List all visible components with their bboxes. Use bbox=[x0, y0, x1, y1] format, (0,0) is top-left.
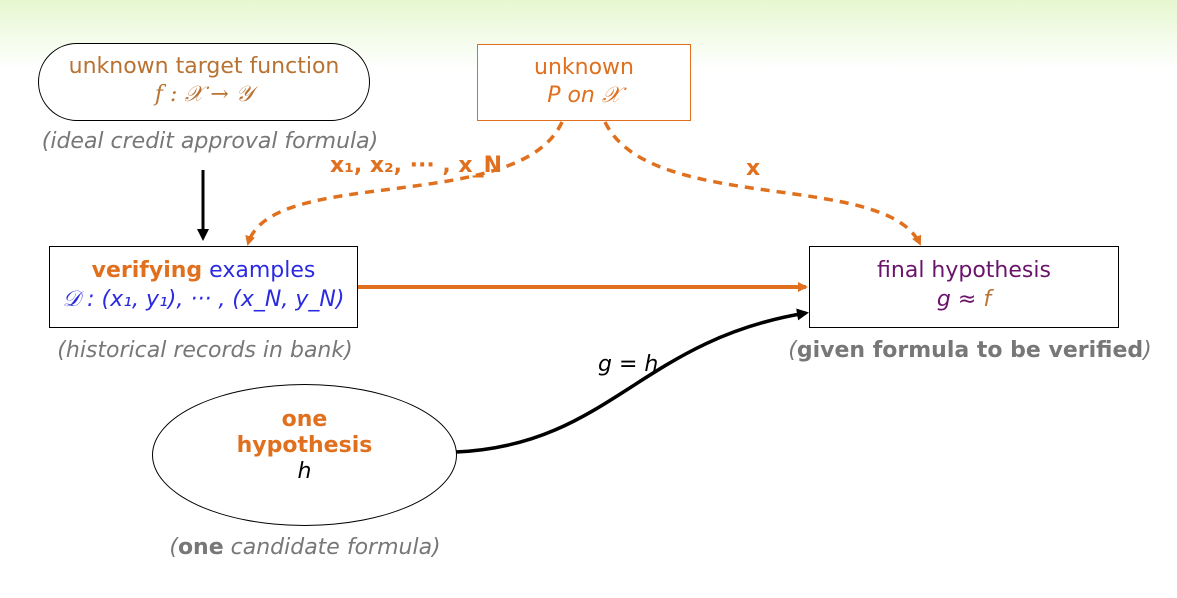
distribution-subtitle: P on 𝒳 bbox=[547, 83, 621, 108]
hypothesis-node: one hypothesis h bbox=[152, 384, 457, 526]
target-function-caption: (ideal credit approval formula) bbox=[41, 129, 379, 154]
arrow-p-to-examples bbox=[245, 121, 564, 246]
target-function-title: unknown target function bbox=[68, 54, 340, 79]
edge-label-g-equals-h: g = h bbox=[598, 352, 659, 377]
x-label: x bbox=[746, 156, 761, 181]
sample-points-label: x₁, x₂, ··· , x_N bbox=[330, 153, 503, 178]
distribution-title: unknown bbox=[534, 55, 634, 80]
final-hypothesis-node: final hypothesis g ≈ f bbox=[809, 246, 1119, 328]
arrow-p-to-final bbox=[603, 121, 922, 246]
hypothesis-h: h bbox=[297, 459, 312, 484]
final-g: g bbox=[936, 287, 951, 312]
final-hypothesis-title: final hypothesis bbox=[877, 258, 1051, 283]
examples-node: verifying examples 𝒟 : (x₁, y₁), ··· , (… bbox=[49, 246, 358, 328]
final-approx: ≈ bbox=[957, 287, 977, 312]
arrow-hypothesis-to-final bbox=[455, 308, 809, 454]
examples-dataset: 𝒟 : (x₁, y₁), ··· , (x_N, y_N) bbox=[62, 287, 345, 312]
hypothesis-one: one bbox=[281, 407, 328, 432]
hypothesis-caption: (one candidate formula) bbox=[169, 535, 441, 560]
final-f: f bbox=[983, 287, 992, 312]
final-hypothesis-caption: (given formula to be verified) bbox=[788, 338, 1152, 363]
examples-word: examples bbox=[209, 258, 316, 283]
target-function-signature: f : 𝒳 → 𝒴 bbox=[154, 82, 254, 107]
hypothesis-title: hypothesis bbox=[236, 433, 373, 458]
target-function-node: unknown target function f : 𝒳 → 𝒴 bbox=[38, 43, 370, 121]
examples-verifying-word: verifying bbox=[91, 258, 203, 283]
distribution-node: unknown P on 𝒳 bbox=[477, 44, 691, 121]
examples-caption: (historical records in bank) bbox=[57, 338, 353, 363]
